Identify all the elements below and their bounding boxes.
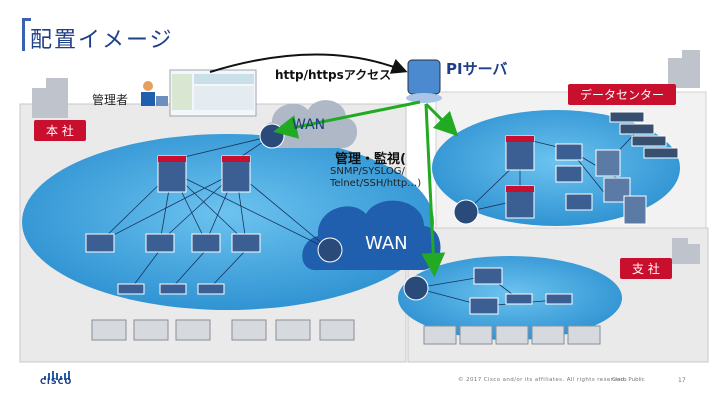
dc-building-icon xyxy=(668,50,700,88)
branch-building-icon xyxy=(672,238,700,264)
datacenter-badge: データセンター xyxy=(568,84,677,105)
pi-server-icon xyxy=(406,59,442,103)
branch-badge: 支 社 xyxy=(620,258,672,279)
protocols-label-line1: SNMP/SYSLOG/ xyxy=(330,166,405,177)
title-bracket xyxy=(22,18,31,51)
core-switch-icon xyxy=(157,135,535,219)
http-access-label: http/httpsアクセス xyxy=(275,68,392,82)
page-number: 17 xyxy=(678,377,686,384)
admin-label: 管理者 xyxy=(92,93,129,107)
footer-classification: Cisco Public xyxy=(612,377,645,383)
access-point-icon xyxy=(117,283,573,305)
monitoring-arrows xyxy=(273,100,459,277)
http-access-arrow xyxy=(209,53,408,74)
administrator-icon xyxy=(141,81,168,106)
page-title: 配置イメージ xyxy=(30,28,174,53)
server-rack-icon xyxy=(595,149,647,225)
pi-dashboard-screenshot xyxy=(169,69,257,117)
monitoring-label: 管理・監視( xyxy=(335,152,406,167)
cisco-logo-text: CISCO xyxy=(40,377,73,386)
headquarters-badge: 本 社 xyxy=(34,120,86,141)
laptop-icon xyxy=(91,319,601,345)
footer-copyright: © 2017 Cisco and/or its affiliates. All … xyxy=(458,377,627,383)
wan-large-label: WAN xyxy=(365,233,408,254)
hq-building-icon xyxy=(32,78,68,118)
protocols-label-line2: Telnet/SSH/http…) xyxy=(330,178,422,189)
router-icon xyxy=(259,123,479,301)
blade-server-icon xyxy=(609,111,679,159)
pi-server-label: PIサーバ xyxy=(446,60,508,78)
cisco-logo-bars-icon xyxy=(44,366,72,385)
access-switch-icon xyxy=(85,143,593,315)
wan-small-label: WAN xyxy=(292,117,326,133)
